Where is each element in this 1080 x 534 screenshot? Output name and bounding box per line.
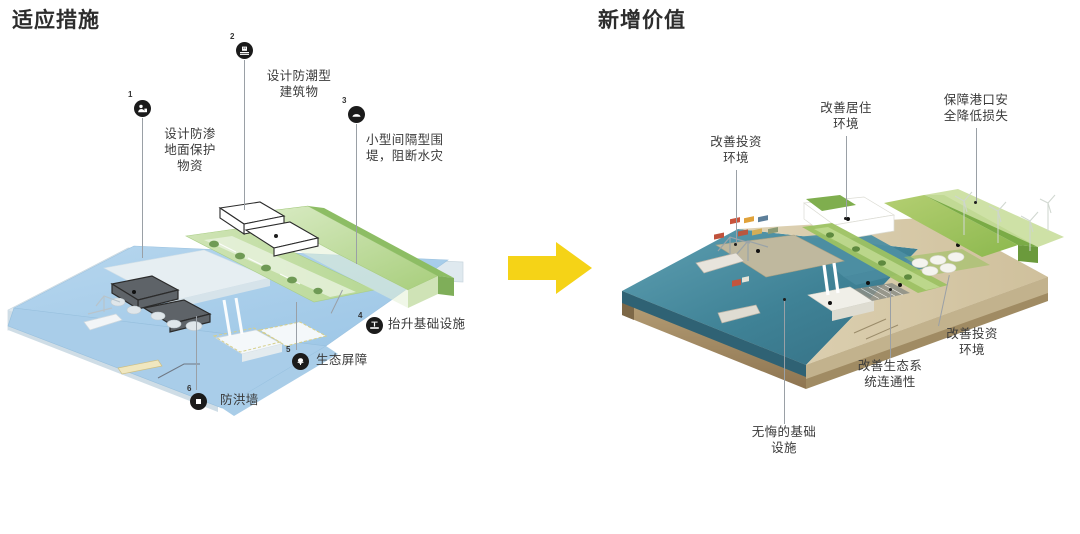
levee-backslope <box>924 189 1064 247</box>
hotspot-dot <box>132 290 136 294</box>
callout-3-label: 小型间隔型围 堤，阻断水灾 <box>366 133 444 163</box>
hotspot-dot <box>898 283 902 287</box>
small-dike-icon <box>348 106 365 123</box>
gantry-cranes <box>717 236 769 261</box>
callout-no-regret-infrastructure-dot <box>783 298 786 301</box>
hotspot-dot <box>274 234 278 238</box>
vessel-in-water <box>117 359 163 375</box>
docked-ship <box>83 313 123 331</box>
callout-2-number: 2 <box>230 32 235 41</box>
callout-improve-living-env-label: 改善居住 环境 <box>820 101 872 131</box>
callout-5-leader <box>296 302 297 350</box>
eco-barrier-icon <box>292 353 309 370</box>
ground-protection-icon <box>134 100 151 117</box>
callout-2-leader <box>244 60 245 210</box>
left-isometric-scene <box>7 150 468 420</box>
flood-proof-buildings <box>218 201 320 257</box>
hotspot-dot <box>756 249 760 253</box>
hotspot-dot <box>846 217 850 221</box>
callout-port-safety-leader <box>976 128 977 202</box>
flood-wall-icon <box>190 393 207 410</box>
warehouse-dark-roof <box>110 275 212 333</box>
tree-cluster <box>209 240 323 295</box>
flood-wall-edge <box>157 363 200 379</box>
hotspot-dot <box>866 281 870 285</box>
callout-port-safety-label: 保障港口安 全降低损失 <box>943 93 1009 123</box>
callout-2-label: 设计防潮型 建筑物 <box>266 69 332 99</box>
callout-improve-eco-connectivity-dot <box>889 288 892 291</box>
callout-improve-investment-env-top-label: 改善投资 环境 <box>710 135 762 165</box>
wind-turbines <box>954 191 1056 251</box>
page-title-right: 新增价值 <box>598 9 686 32</box>
container-stacks <box>730 215 778 237</box>
callout-5-number: 5 <box>286 345 291 354</box>
callout-improve-living-env-leader <box>846 136 847 218</box>
callout-6-label: 防洪墙 <box>220 393 259 407</box>
corridor-trees <box>826 232 912 280</box>
coastal-levee <box>884 195 1018 257</box>
transition-arrow <box>508 240 594 301</box>
tank-farm <box>904 249 990 276</box>
callout-6-leader <box>196 316 197 390</box>
callout-1-number: 1 <box>128 90 133 99</box>
storage-tanks <box>110 297 203 331</box>
callout-improve-eco-connectivity-label: 改善生态系 统连通性 <box>857 359 923 389</box>
right-isometric-scene <box>618 165 1068 415</box>
callout-1-leader <box>142 118 143 258</box>
solar-array <box>854 283 910 301</box>
hotspot-dot <box>828 301 832 305</box>
callout-4-number: 4 <box>358 311 363 320</box>
callout-1-label: 设计防渗 地面保护 物资 <box>164 127 216 173</box>
port-crane <box>87 295 121 315</box>
callout-no-regret-infrastructure-label: 无悔的基础 设施 <box>751 425 817 455</box>
callout-port-safety-dot <box>974 201 977 204</box>
callout-6-number: 6 <box>187 384 192 393</box>
page-title-left: 适应措施 <box>12 9 100 32</box>
callout-improve-investment-env-right-label: 改善投资 环境 <box>946 327 998 357</box>
callout-improve-investment-env-top-dot <box>734 243 737 246</box>
raised-infrastructure <box>212 321 328 362</box>
cargo-vessel <box>695 252 745 274</box>
callout-improve-eco-connectivity-leader <box>890 290 891 358</box>
callout-improve-living-env-dot <box>844 217 847 220</box>
power-plant <box>807 262 875 321</box>
chimneys <box>222 297 244 337</box>
callout-4-label: 抬升基础设施 <box>388 317 466 331</box>
raise-infrastructure-icon <box>366 317 383 334</box>
callout-no-regret-infrastructure-leader <box>784 300 785 424</box>
callout-3-number: 3 <box>342 96 347 105</box>
harbor-tugboat <box>717 276 761 324</box>
callout-5-label: 生态屏障 <box>316 353 368 367</box>
flood-proof-building-icon <box>236 42 253 59</box>
callout-3-leader <box>356 124 357 264</box>
ecological-culverts <box>853 318 899 340</box>
green-roof <box>806 195 856 211</box>
callout-improve-investment-env-top-leader <box>736 170 737 244</box>
